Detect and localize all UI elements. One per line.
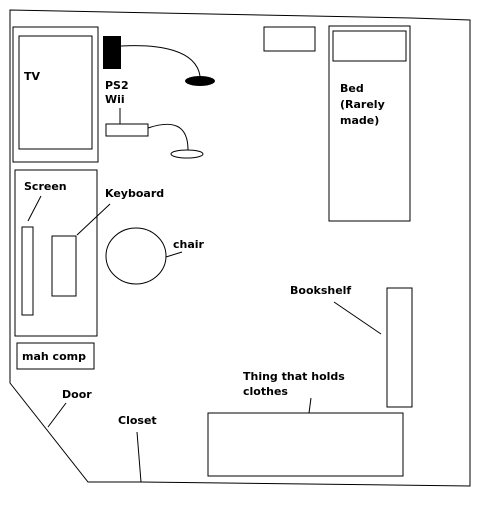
screen <box>21 226 34 316</box>
computer <box>16 342 95 370</box>
wii-controller <box>170 149 204 159</box>
bookshelf <box>386 287 413 408</box>
ps2-controller <box>185 76 215 86</box>
desk <box>14 169 98 337</box>
tv-label: TV <box>24 70 41 83</box>
ps2-console <box>103 36 121 69</box>
chair-pointer-line <box>165 251 183 258</box>
tv <box>18 35 93 150</box>
clothes-pointer-line <box>308 397 312 414</box>
room-walls <box>9 9 471 487</box>
clothes-label-line1: Thing that holds <box>243 370 345 383</box>
bed-pillow <box>332 30 407 62</box>
wii-console <box>105 123 149 137</box>
screen-pointer-line <box>27 195 42 222</box>
closet-pointer-line <box>136 431 142 483</box>
chair-label: chair <box>173 238 205 251</box>
clothes-label-line2: clothes <box>243 385 288 398</box>
keyboard <box>51 235 77 297</box>
tv-stand <box>12 26 99 163</box>
top-wall-box <box>263 26 316 52</box>
door-label: Door <box>62 388 92 401</box>
chair <box>105 227 167 285</box>
clothes-dresser <box>207 412 404 477</box>
door-pointer-line <box>47 402 67 428</box>
bed <box>328 25 411 222</box>
closet-label: Closet <box>118 414 157 427</box>
computer-label: mah comp <box>22 350 86 363</box>
bed-label-line3: made) <box>340 114 379 127</box>
wii-label: Wii <box>105 93 125 106</box>
bed-label-line1: Bed <box>340 82 364 95</box>
bed-label-line2: (Rarely <box>340 98 385 111</box>
wii-cable <box>147 123 189 151</box>
bookshelf-pointer-line <box>333 301 382 335</box>
screen-label: Screen <box>24 180 67 193</box>
ps2-label: PS2 <box>105 79 129 92</box>
keyboard-label: Keyboard <box>105 187 164 200</box>
bookshelf-label: Bookshelf <box>290 284 351 297</box>
ps2-cable <box>120 45 201 77</box>
keyboard-pointer-line <box>76 203 111 236</box>
